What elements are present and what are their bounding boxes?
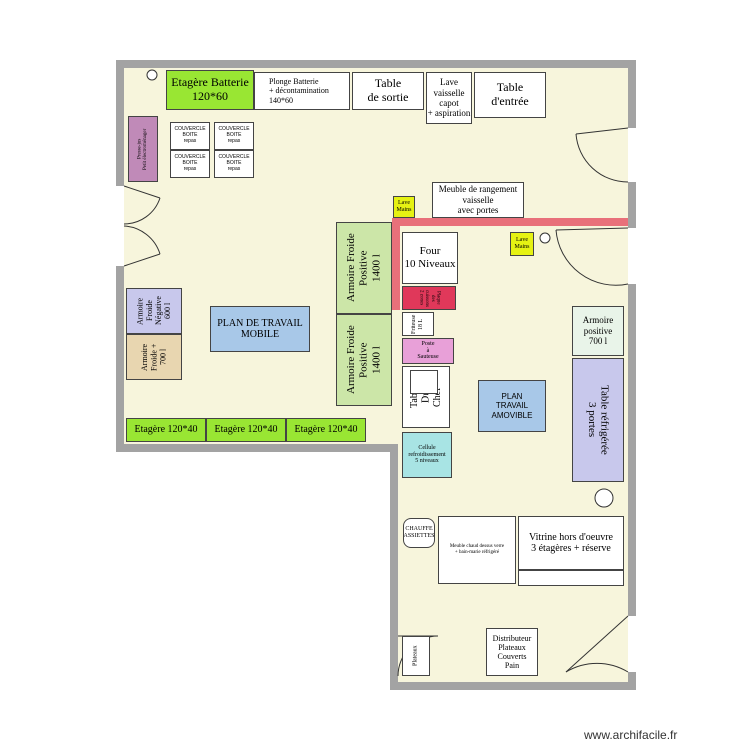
- armoire-froide-plus: Armoire Froide + 700 l: [126, 334, 182, 380]
- plonge-batterie: Plonge Batterie + décontamination 140*60: [254, 72, 350, 110]
- vitrine-hors-oeuvre: Vitrine hors d'oeuvre 3 étagères + réser…: [518, 516, 624, 570]
- watermark: www.archifacile.fr: [584, 728, 678, 742]
- couvercle-boite-4: COUVERCLE BOITE repas: [214, 150, 254, 178]
- plateaux: Plateaux: [402, 636, 430, 676]
- door-opening-left: [116, 186, 124, 266]
- wall-bottom-left: [116, 444, 398, 452]
- door-opening-right-mid: [628, 228, 636, 284]
- wall-inner-vertical: [390, 444, 398, 690]
- table-du-chef-inset: [410, 370, 438, 394]
- couvercle-boite-2: COUVERCLE BOITE repas: [214, 122, 254, 150]
- wall-bottom: [390, 682, 636, 690]
- meuble-chaud: Meuble chaud dessus verre + bain-marie r…: [438, 516, 516, 584]
- friteuse: Friteuse 18 L: [402, 312, 434, 336]
- lave-mains-2: Lave Mains: [510, 232, 534, 256]
- distributeur: Distributeur Plateaux Couverts Pain: [486, 628, 538, 676]
- door-opening-right-top: [628, 128, 636, 182]
- armoire-froide-negative: Armoire Froide Négative 600 l: [126, 288, 182, 334]
- cellule-refroidissement: Cellule refroidissement 5 niveaux: [402, 432, 452, 478]
- lave-vaisselle: Lave vaisselle capot + aspiration: [426, 72, 472, 124]
- table-entree: Table d'entrée: [474, 72, 546, 118]
- four: Four 10 Niveaux: [402, 232, 458, 284]
- table-refrigeree: Table réfrigérée 3 portes: [572, 358, 624, 482]
- plan-travail-amovible: PLAN TRAVAIL AMOVIBLE: [478, 380, 546, 432]
- plan-travail-mobile: PLAN DE TRAVAIL MOBILE: [210, 306, 310, 352]
- etagere-1: Etagère 120*40: [126, 418, 206, 442]
- armoire-positive: Armoire positive 700 l: [572, 306, 624, 356]
- red-partition: [392, 218, 628, 226]
- couvercle-boite-3: COUVERCLE BOITE repas: [170, 150, 210, 178]
- wall-right: [628, 60, 636, 690]
- plaque-cuisson: Plaque des cuissons 2 zones: [402, 286, 456, 310]
- meuble-rangement: Meuble de rangement vaisselle avec porte…: [432, 182, 524, 218]
- red-partition-v: [392, 218, 400, 310]
- etagere-3: Etagère 120*40: [286, 418, 366, 442]
- lave-mains-1: Lave Mains: [393, 196, 415, 218]
- door-opening-right-bottom: [628, 616, 636, 672]
- vitrine-shelf: [518, 570, 624, 586]
- wall-top: [116, 60, 636, 68]
- armoire-froide-positive-1: Armoire Froide Positive 1400 l: [336, 222, 392, 314]
- etagere-batterie: Etagère Batterie 120*60: [166, 70, 254, 110]
- chauffe-assiettes: CHAUFFE ASSIETTES: [403, 518, 435, 548]
- presse-jus: Presse-jus Petit électroménager: [128, 116, 158, 182]
- poste-sauteuse: Poste à Sauteuse: [402, 338, 454, 364]
- armoire-froide-positive-2: Armoire Froide Positive 1400 l: [336, 314, 392, 406]
- etagere-2: Etagère 120*40: [206, 418, 286, 442]
- couvercle-boite-1: COUVERCLE BOITE repas: [170, 122, 210, 150]
- table-sortie: Table de sortie: [352, 72, 424, 110]
